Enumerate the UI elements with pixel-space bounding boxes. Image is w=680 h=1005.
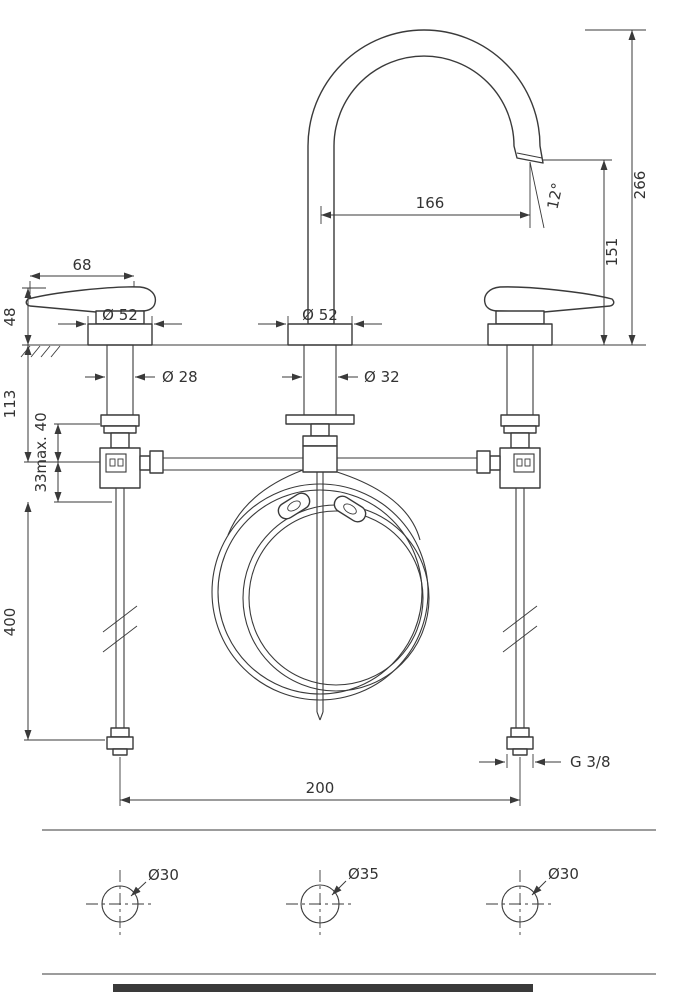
escutcheon-right [487,323,553,346]
spout-outline [307,29,544,325]
pipe-right-tip [512,748,528,756]
aerator-line [516,152,543,159]
hose-collar-right-badge [343,503,357,515]
hose-collar-right [333,495,367,523]
handle-right-base [495,310,545,325]
pipe-left-nut [106,736,134,750]
dim-spout-angle: 12° [544,181,567,211]
escutcheon-center [287,323,353,346]
hole-plan-view: Ø30 Ø35 Ø30 [42,829,656,992]
dim-total-height: 266 [631,171,649,200]
shank-left-neck [110,432,130,449]
escutcheon-left [87,323,153,346]
valve-left-cartridge [105,453,127,473]
dim-below-deck: 113 [1,390,19,419]
cut-edge-bar [113,984,533,992]
valve-left-fitting [149,450,164,474]
dim-handle-height: 48 [1,307,19,326]
spout [307,29,544,325]
dimensions: 266 151 166 12° 68 48 Ø 52 Ø 52 [1,29,649,806]
shank-center-flange [285,414,355,425]
valve-right-fitting [476,450,491,474]
hose-left-run [227,469,304,536]
valve-right [476,447,541,489]
shank-right [500,344,540,449]
leader-hole-right [531,880,547,896]
dim-max-deck: max. 40 [32,412,50,473]
hose-loop-outer [211,483,429,701]
shank-left-washer [103,425,137,434]
tee-body [302,445,338,473]
shank-center-thread [303,344,337,416]
outlet-axis-tilted [529,161,545,229]
dim-hole-spacing: 200 [306,779,335,797]
shank-left-locknut [100,414,140,427]
shank-left [100,344,140,449]
valve-right-cartridge [513,453,535,473]
hose-collar-left-badge [287,500,301,512]
shank-center [285,344,355,447]
shank-right-locknut [500,414,540,427]
label-hole-left: Ø30 [148,866,179,884]
break-mark [102,605,138,633]
dim-shank-center: Ø 32 [364,368,400,386]
shank-right-thread [506,344,534,416]
dim-shank-extra: 33 [32,473,50,492]
dim-outlet-height: 151 [603,238,621,267]
deck [20,344,646,358]
shank-left-thread [106,344,134,416]
pipe-right-collar [510,727,530,738]
dim-shank-left: Ø 28 [162,368,198,386]
pipe-left-tip [112,748,128,756]
handle-right-lever [483,286,615,313]
dim-spout-reach: 166 [416,194,445,212]
center-tee [302,445,338,721]
valve-left [99,447,164,489]
leader-hole-left [130,881,147,897]
break-mark [502,605,538,633]
hose-right-run [336,471,421,541]
valve-left-port [139,455,151,471]
hose-loop [211,469,430,701]
label-hole-right: Ø30 [548,865,579,883]
shank-right-neck [510,432,530,449]
deck-hatching [20,345,61,358]
leader-hole-center [331,880,347,896]
shank-center-nut [302,435,338,447]
hose-collar-left [277,492,311,520]
dim-hose-length: 400 [1,608,19,637]
valve-right-body [499,447,541,489]
valve-right-port [489,455,501,471]
dim-escutcheon-left: Ø 52 [102,306,138,324]
supply-pipe-left [102,488,138,756]
dim-thread: G 3/8 [570,753,611,771]
shank-right-washer [503,425,537,434]
pipe-left-collar [110,727,130,738]
dim-handle-length: 68 [72,256,91,274]
dim-escutcheon-center: Ø 52 [302,306,338,324]
connection-hoses [163,457,477,471]
handle-right [483,286,615,325]
supply-pipe-right [502,488,538,756]
pipe-right-nut [506,736,534,750]
shank-center-neck [310,423,330,437]
label-hole-center: Ø35 [348,865,379,883]
escutcheons [87,323,553,346]
